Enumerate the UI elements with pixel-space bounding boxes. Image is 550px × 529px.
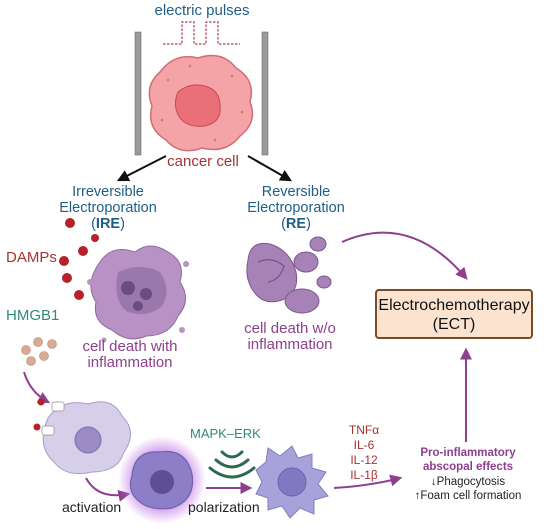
hmgb1-label: HMGB1 bbox=[6, 307, 60, 324]
ire-dying-cell bbox=[87, 245, 189, 343]
re-death-line2: inflammation bbox=[247, 336, 333, 353]
damps-label: DAMPs bbox=[6, 249, 57, 266]
cancer-cell-label: cancer cell bbox=[167, 153, 239, 170]
arrow-to-ire bbox=[116, 155, 167, 182]
electrode-left bbox=[134, 31, 142, 156]
re-line2: Electroporation bbox=[247, 200, 345, 216]
ire-death-line1: cell death with bbox=[82, 338, 178, 355]
activation-label: activation bbox=[62, 499, 122, 515]
re-death-line1: cell death w/o bbox=[244, 320, 336, 337]
arrow-to-effects bbox=[333, 474, 403, 489]
ire-death-line2: inflammation bbox=[87, 354, 173, 371]
ire-abbr: (IRE) bbox=[91, 216, 125, 232]
cytokine-il12: IL-12 bbox=[350, 453, 378, 467]
electric-pulse-waveform bbox=[163, 21, 240, 45]
effect-phagocytosis: ↓Phagocytosis bbox=[430, 476, 506, 488]
electric-pulses-label: electric pulses bbox=[154, 2, 250, 19]
ire-line1: Irreversible bbox=[72, 184, 144, 200]
mapk-erk-label: MAPK–ERK bbox=[190, 426, 261, 441]
macrophage-with-receptors bbox=[33, 398, 131, 475]
polarization-label: polarization bbox=[188, 499, 260, 515]
activated-macrophage bbox=[118, 436, 206, 524]
effect-foam-cell: ↑Foam cell formation bbox=[414, 490, 522, 502]
arrow-re-to-ect bbox=[341, 231, 468, 280]
arrow-hmgb1-to-macrophage bbox=[23, 371, 51, 404]
mapk-signal-icon bbox=[208, 450, 256, 479]
damps-particles bbox=[59, 218, 99, 300]
cancer-cell bbox=[148, 54, 254, 152]
re-blebbing-cell bbox=[246, 236, 332, 314]
cytokine-il1b: IL-1β bbox=[350, 468, 378, 482]
effects-title-line2: abscopal effects bbox=[422, 461, 514, 473]
ect-box: Electrochemotherapy (ECT) bbox=[375, 289, 533, 339]
ect-title: Electrochemotherapy bbox=[378, 297, 530, 314]
electrode-right bbox=[261, 31, 269, 156]
ect-abbr: (ECT) bbox=[432, 316, 476, 333]
arrow-to-re bbox=[247, 155, 293, 182]
cytokine-il6: IL-6 bbox=[353, 438, 375, 452]
polarized-macrophage bbox=[255, 445, 329, 519]
hmgb1-particles bbox=[21, 337, 57, 366]
effects-title-line1: Pro-inflammatory bbox=[420, 447, 516, 459]
re-abbr: (RE) bbox=[281, 216, 311, 232]
ire-line2: Electroporation bbox=[59, 200, 157, 216]
cytokine-tnfa: TNFα bbox=[348, 423, 380, 437]
re-line1: Reversible bbox=[261, 184, 331, 200]
